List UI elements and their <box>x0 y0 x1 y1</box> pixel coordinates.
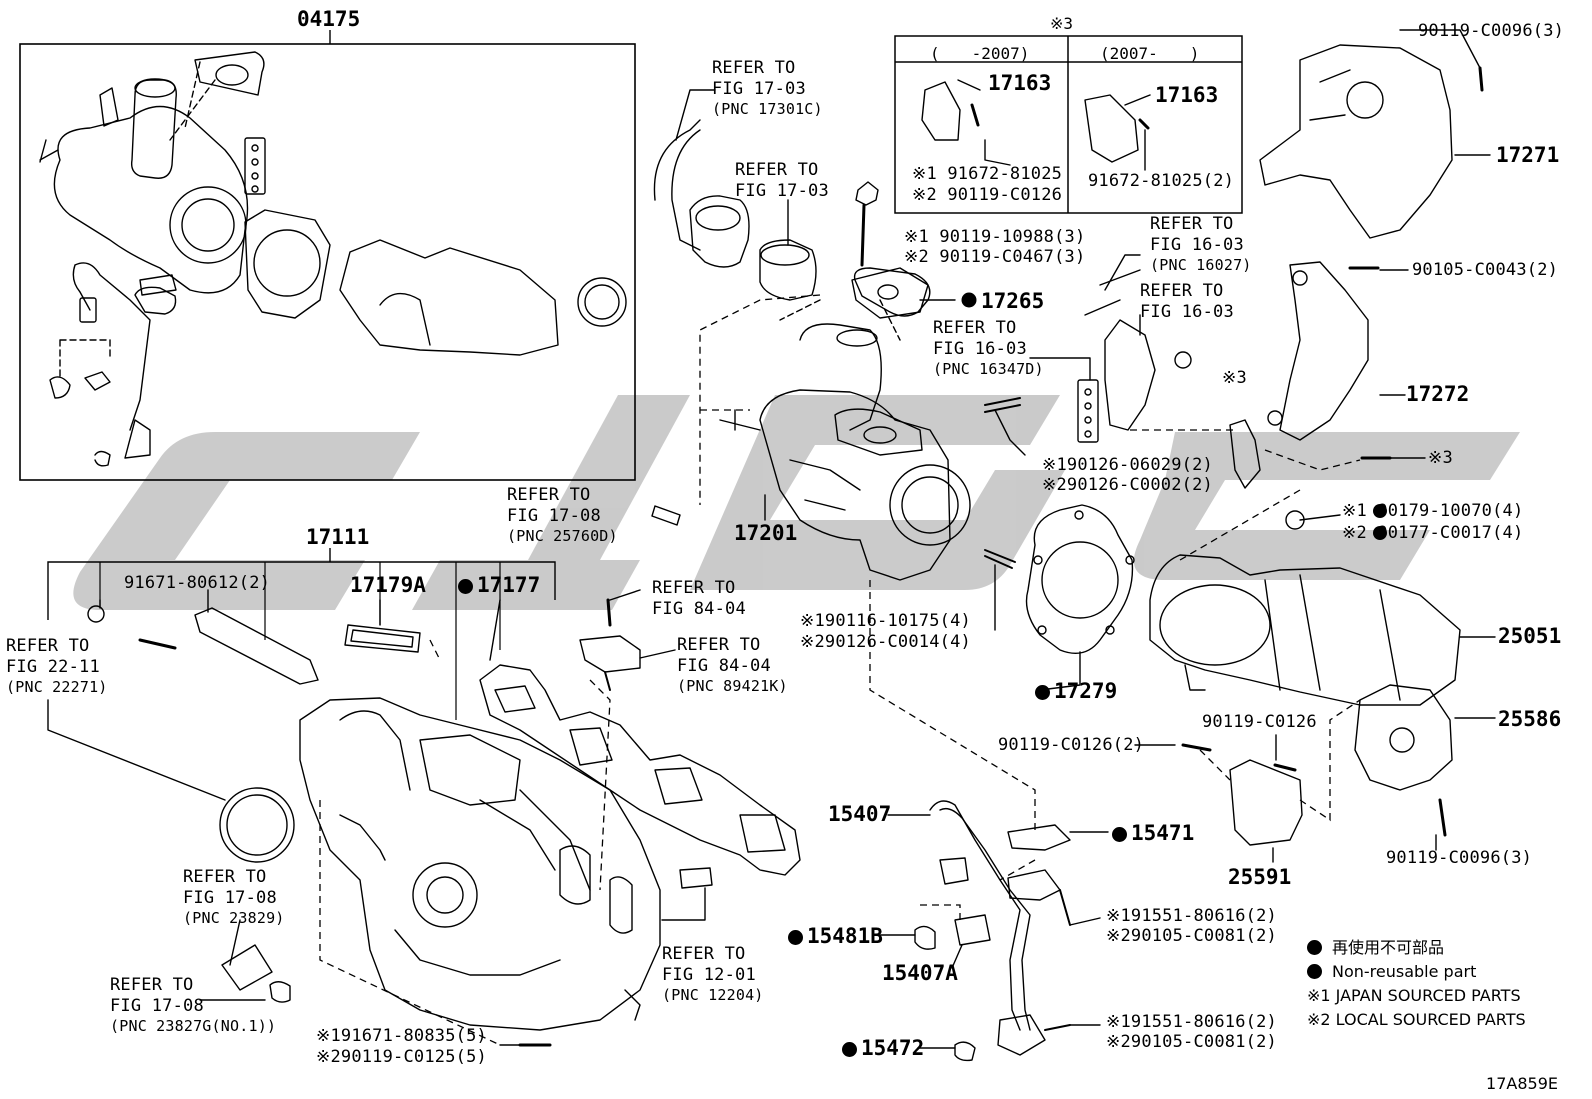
label-17111: 17111 <box>306 525 370 549</box>
note3-left-part: 17163 <box>988 71 1052 95</box>
note3-right-part: 17163 <box>1155 83 1219 107</box>
label-nut-2: ※2 90177-C0017(4) <box>1342 523 1524 543</box>
label-nut-1: ※1 90179-10070(4) <box>1342 501 1524 521</box>
bullet-icon <box>1373 526 1387 540</box>
label-17177: 17177 <box>458 574 540 596</box>
label-17271: 17271 <box>1496 143 1560 167</box>
label-91551-a2: ※290105-C0081(2) <box>1106 926 1277 946</box>
label-15471: 15471 <box>1112 822 1194 844</box>
bullet-icon <box>842 1042 857 1057</box>
turbocharger-sketch <box>651 119 971 581</box>
label-25051: 25051 <box>1498 624 1562 648</box>
label-15407a: 15407A <box>882 961 958 985</box>
label-stud-st4: ※290126-C0014(4) <box>800 632 971 652</box>
bullet-17265 <box>961 292 977 308</box>
bracket-25591 <box>1229 759 1303 846</box>
label-91671-80612: 91671-80612(2) <box>124 573 271 593</box>
label-90119-c0096-bottom: 90119-C0096(3) <box>1386 848 1533 868</box>
bullet-icon <box>458 579 473 594</box>
note3-right-bolt: 91672-81025(2) <box>1088 171 1235 191</box>
label-90105-c0043: 90105-C0043(2) <box>1412 260 1559 280</box>
label-91551-b1: ※191551-80616(2) <box>1106 1012 1277 1032</box>
legend-note-1: ※1 JAPAN SOURCED PARTS <box>1307 986 1521 1005</box>
shield-25586 <box>1354 684 1453 791</box>
legend-item-jp: 再使用不可部品 <box>1307 936 1526 960</box>
legend-note-2: ※2 LOCAL SOURCED PARTS <box>1307 1010 1526 1029</box>
label-91551-a1: ※191551-80616(2) <box>1106 906 1277 926</box>
note3-col-right-header: (2007- ) <box>1100 44 1200 63</box>
gasket-17279 <box>1025 504 1134 654</box>
note3-left-bolt-1: ※1 91672-81025 <box>912 164 1063 184</box>
label-15481b: 15481B <box>788 925 883 947</box>
label-25591: 25591 <box>1228 865 1292 889</box>
label-mark3-right: ※3 <box>1428 448 1453 468</box>
gasket-15471 <box>1007 824 1071 851</box>
converter-25051 <box>1149 554 1461 706</box>
legend-item-en: Non-reusable part <box>1307 960 1526 984</box>
insulator-17271 <box>1259 44 1453 239</box>
gasket-17265 <box>853 267 931 317</box>
label-90119-c0125: ※290119-C0125(5) <box>316 1047 487 1067</box>
label-17265: 17265 <box>981 289 1045 313</box>
note3-col-left-header: ( -2007) <box>930 44 1030 63</box>
label-mark3-bracket: ※3 <box>1222 368 1247 388</box>
label-15407: 15407 <box>828 802 892 826</box>
label-17279: 17279 <box>1035 680 1117 702</box>
figure-code: 17A859E <box>1486 1074 1558 1093</box>
note3-left-bolt-2: ※2 90119-C0126 <box>912 185 1063 205</box>
label-91551-b2: ※290105-C0081(2) <box>1106 1032 1277 1052</box>
bullet-icon <box>1373 504 1387 518</box>
bullet-icon <box>1035 685 1050 700</box>
label-90119-c0126-2: 90119-C0126(2) <box>998 735 1145 755</box>
gasket-17177 <box>479 664 801 876</box>
bullet-icon <box>788 930 803 945</box>
label-stud-st2: ※290126-C0002(2) <box>1042 475 1213 495</box>
legend: 再使用不可部品 Non-reusable part ※1 JAPAN SOURC… <box>1307 936 1526 1032</box>
label-90119-c0126: 90119-C0126 <box>1202 712 1317 732</box>
intake-manifold-sketch <box>299 697 661 1031</box>
label-91671-80835: ※191671-80835(5) <box>316 1026 487 1046</box>
label-stud-st1: ※190126-06029(2) <box>1042 455 1213 475</box>
box-17111-bracket <box>47 561 556 620</box>
label-15472: 15472 <box>842 1037 924 1059</box>
bullet-icon <box>1112 827 1127 842</box>
label-stud-st3: ※190116-10175(4) <box>800 611 971 631</box>
label-04175: 04175 <box>297 7 361 31</box>
gasket-17179a <box>344 624 421 653</box>
bullet-icon <box>1307 940 1322 955</box>
label-90119-c0096-top: 90119-C0096(3) <box>1418 21 1565 41</box>
note3-table-frame <box>894 35 1243 214</box>
note3-mark: ※3 <box>1050 14 1074 33</box>
label-17201: 17201 <box>734 521 798 545</box>
label-stud-1: ※1 90119-10988(3) <box>904 227 1086 247</box>
label-25586: 25586 <box>1498 707 1562 731</box>
bullet-icon <box>1307 964 1322 979</box>
watermark-logo <box>73 395 1520 610</box>
box-04175-frame <box>19 43 636 481</box>
label-17179a: 17179A <box>350 573 426 597</box>
insulator-17272 <box>1279 261 1369 441</box>
label-17272: 17272 <box>1406 382 1470 406</box>
turbo-assembly-sketch <box>39 51 627 467</box>
label-stud-2: ※2 90119-C0467(3) <box>904 247 1086 267</box>
oil-pipe-15407 <box>929 800 1021 1031</box>
